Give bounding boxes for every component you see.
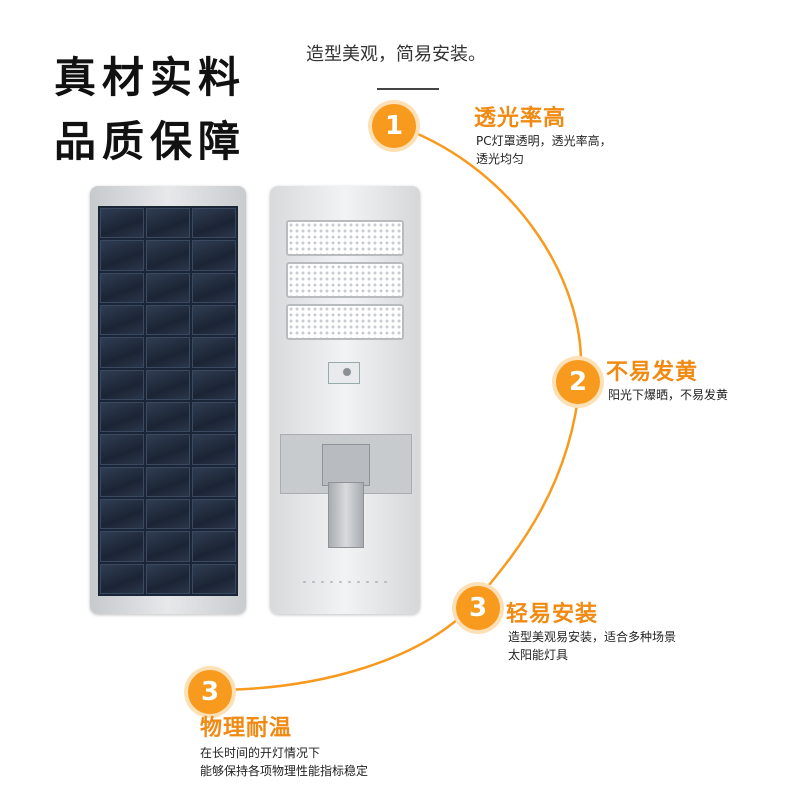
feature-badge-2: 2 [556, 360, 600, 404]
vent-holes [300, 580, 392, 584]
solar-cell [192, 272, 236, 303]
solar-cell [100, 305, 144, 336]
solar-cell [100, 499, 144, 530]
solar-cell [192, 337, 236, 368]
solar-cell [146, 402, 190, 433]
solar-cell [100, 563, 144, 594]
tagline-underline [377, 88, 439, 90]
solar-cell [192, 369, 236, 400]
solar-cell [100, 434, 144, 465]
feature-desc-3: 造型美观易安装，适合多种场景 太阳能灯具 [508, 630, 677, 662]
solar-cell [146, 208, 190, 239]
sensor-icon [328, 362, 360, 384]
solar-cell [100, 402, 144, 433]
solar-cell [146, 563, 190, 594]
solar-cell [192, 434, 236, 465]
mount-clamp [322, 444, 370, 486]
solar-cell [192, 563, 236, 594]
solar-cell [100, 466, 144, 497]
solar-cell [146, 369, 190, 400]
solar-cell [100, 337, 144, 368]
solar-cell [192, 305, 236, 336]
solar-cell [146, 240, 190, 271]
tagline: 造型美观，简易安装。 [306, 44, 486, 65]
solar-cell [100, 208, 144, 239]
headline-line-2: 品质保障 [54, 117, 247, 166]
feature-badge-3: 3 [456, 586, 500, 630]
feature-title-2: 不易发黄 [606, 360, 699, 385]
pole-adapter [328, 482, 364, 548]
street-lamp-image [270, 186, 420, 614]
led-module [286, 262, 404, 298]
solar-cell [192, 499, 236, 530]
solar-cell [146, 531, 190, 562]
feature-title-1: 透光率高 [474, 106, 567, 131]
solar-cell [146, 466, 190, 497]
feature-desc-1: PC灯罩透明，透光率高， 透光均匀 [476, 134, 612, 166]
feature-title-3: 轻易安装 [506, 602, 599, 627]
solar-cell [192, 208, 236, 239]
solar-cell [192, 531, 236, 562]
solar-cell [100, 240, 144, 271]
solar-cell [146, 337, 190, 368]
solar-cell [146, 272, 190, 303]
solar-cell [192, 240, 236, 271]
solar-cell [146, 434, 190, 465]
solar-panel-image [90, 186, 246, 614]
solar-cell [100, 272, 144, 303]
solar-cell [100, 531, 144, 562]
feature-desc-2: 阳光下爆晒，不易发黄 [608, 388, 729, 402]
headline-line-1: 真材实料 [54, 53, 247, 102]
feature-desc-4: 在长时间的开灯情况下 能够保持各项物理性能指标稳定 [200, 746, 369, 778]
led-module [286, 304, 404, 340]
solar-cell [192, 466, 236, 497]
solar-cell [192, 402, 236, 433]
led-module [286, 220, 404, 256]
feature-badge-4: 3 [188, 670, 232, 714]
solar-cell [100, 369, 144, 400]
feature-badge-1: 1 [372, 104, 416, 148]
solar-cell [146, 305, 190, 336]
feature-title-4: 物理耐温 [200, 716, 293, 741]
solar-cell [146, 499, 190, 530]
